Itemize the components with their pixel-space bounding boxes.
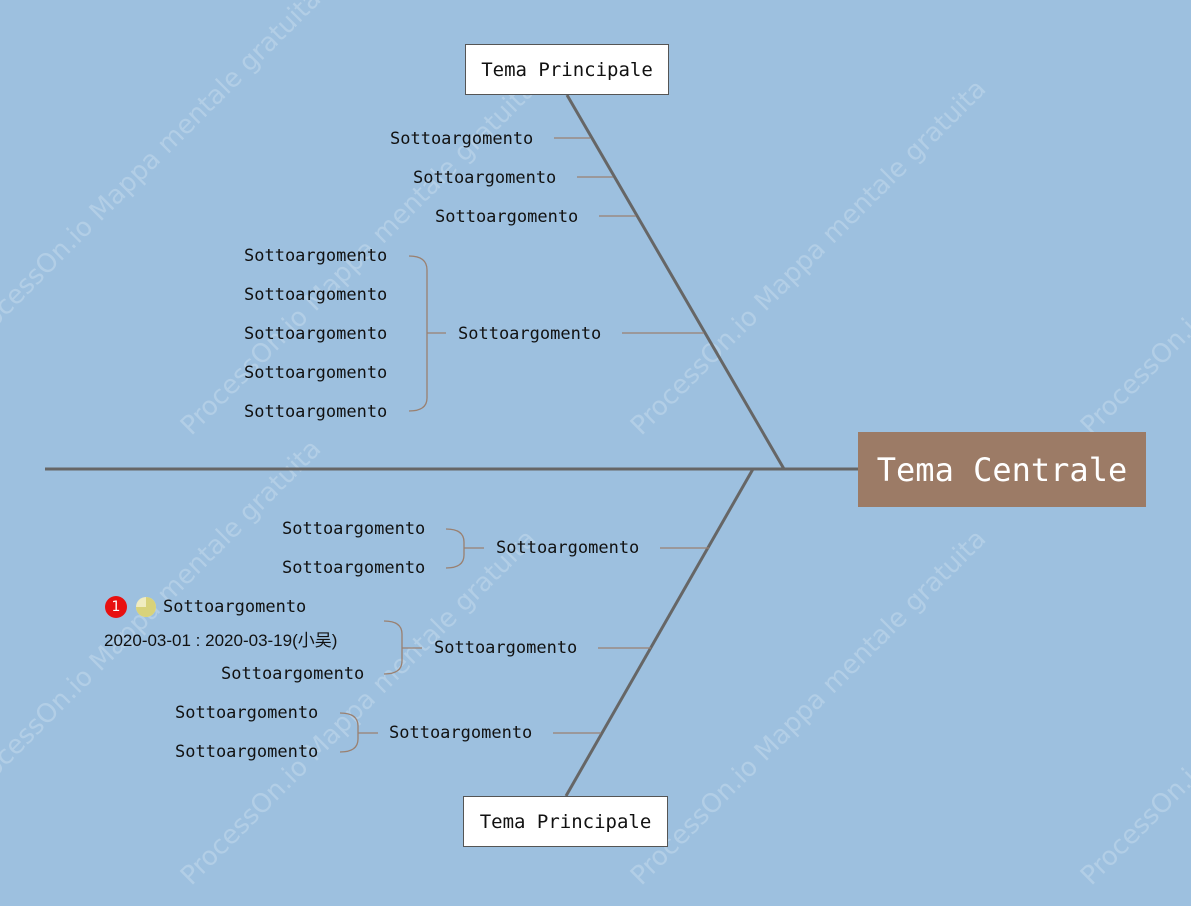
- child-topic[interactable]: Sottoargomento: [221, 664, 365, 684]
- subtopic[interactable]: Sottoargomento: [434, 638, 578, 658]
- priority-1-icon: 1: [105, 596, 127, 618]
- subtopic[interactable]: Sottoargomento: [458, 324, 602, 344]
- bracket: [383, 620, 403, 675]
- task-dates: 2020-03-01 : 2020-03-19(小吴): [104, 631, 338, 650]
- central-topic[interactable]: Tema Centrale: [858, 432, 1146, 507]
- child-topic[interactable]: Sottoargomento: [175, 742, 319, 762]
- subtopic[interactable]: Sottoargomento: [435, 207, 579, 227]
- subtopic[interactable]: Sottoargomento: [389, 723, 533, 743]
- child-topic[interactable]: Sottoargomento: [282, 519, 426, 539]
- child-topic[interactable]: Sottoargomento: [244, 402, 388, 422]
- child-topic[interactable]: Sottoargomento: [244, 324, 388, 344]
- child-topic[interactable]: Sottoargomento: [244, 363, 388, 383]
- bracket: [339, 712, 359, 753]
- child-topic[interactable]: Sottoargomento: [175, 703, 319, 723]
- lower-bone: [564, 468, 755, 797]
- bracket: [445, 528, 465, 569]
- subtopic[interactable]: Sottoargomento: [390, 129, 534, 149]
- progress-pie-icon: [136, 597, 156, 617]
- upper-bone: [565, 94, 786, 470]
- subtopic[interactable]: Sottoargomento: [496, 538, 640, 558]
- task-topic[interactable]: Sottoargomento: [163, 597, 307, 617]
- child-topic[interactable]: Sottoargomento: [282, 558, 426, 578]
- bracket: [408, 255, 428, 412]
- child-topic[interactable]: Sottoargomento: [244, 285, 388, 305]
- subtopic[interactable]: Sottoargomento: [413, 168, 557, 188]
- main-topic-bottom[interactable]: Tema Principale: [463, 796, 668, 847]
- child-topic[interactable]: Sottoargomento: [244, 246, 388, 266]
- main-topic-top[interactable]: Tema Principale: [465, 44, 669, 95]
